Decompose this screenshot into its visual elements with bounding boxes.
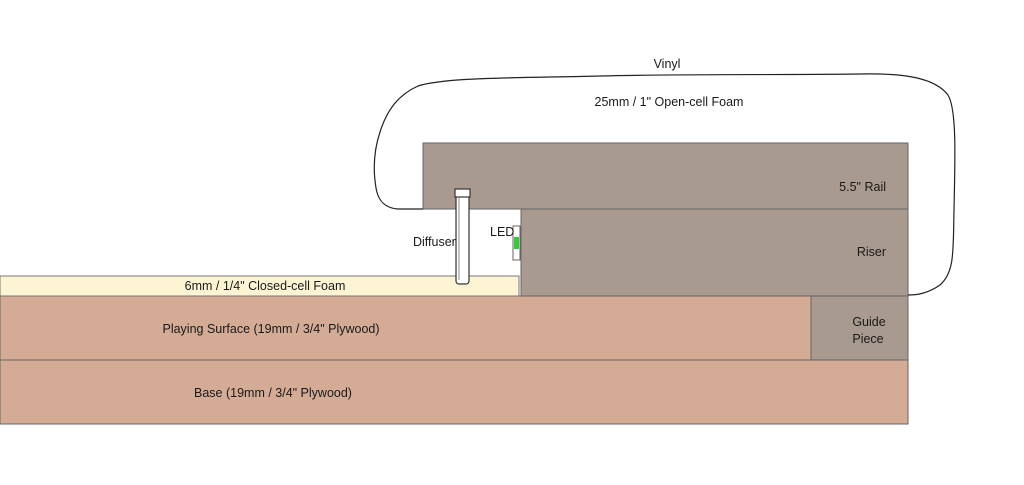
base-plywood bbox=[0, 359, 909, 425]
vinyl-foam-outline bbox=[373, 73, 956, 296]
guide-piece-label-line1: Guide bbox=[852, 315, 885, 329]
rail bbox=[422, 142, 909, 210]
playing-surface-plywood bbox=[0, 295, 812, 361]
diffuser-label: Diffuser bbox=[413, 235, 456, 249]
vinyl-label: Vinyl bbox=[654, 57, 681, 71]
diffuser bbox=[455, 191, 470, 285]
guide-piece-label-line2: Piece bbox=[852, 332, 883, 346]
open-cell-foam-label: 25mm / 1" Open-cell Foam bbox=[595, 95, 744, 109]
rail-label: 5.5" Rail bbox=[839, 180, 886, 194]
riser bbox=[520, 208, 909, 297]
closed-cell-foam bbox=[0, 275, 520, 297]
closed-cell-foam-label: 6mm / 1/4" Closed-cell Foam bbox=[185, 279, 346, 293]
playing-surface-label: Playing Surface (19mm / 3/4" Plywood) bbox=[162, 322, 379, 336]
led-label: LED bbox=[490, 225, 514, 239]
base-label: Base (19mm / 3/4" Plywood) bbox=[194, 386, 352, 400]
riser-label: Riser bbox=[857, 245, 886, 259]
led-green-element bbox=[514, 237, 519, 249]
diffuser-top bbox=[454, 188, 471, 198]
guide-piece bbox=[810, 295, 909, 361]
